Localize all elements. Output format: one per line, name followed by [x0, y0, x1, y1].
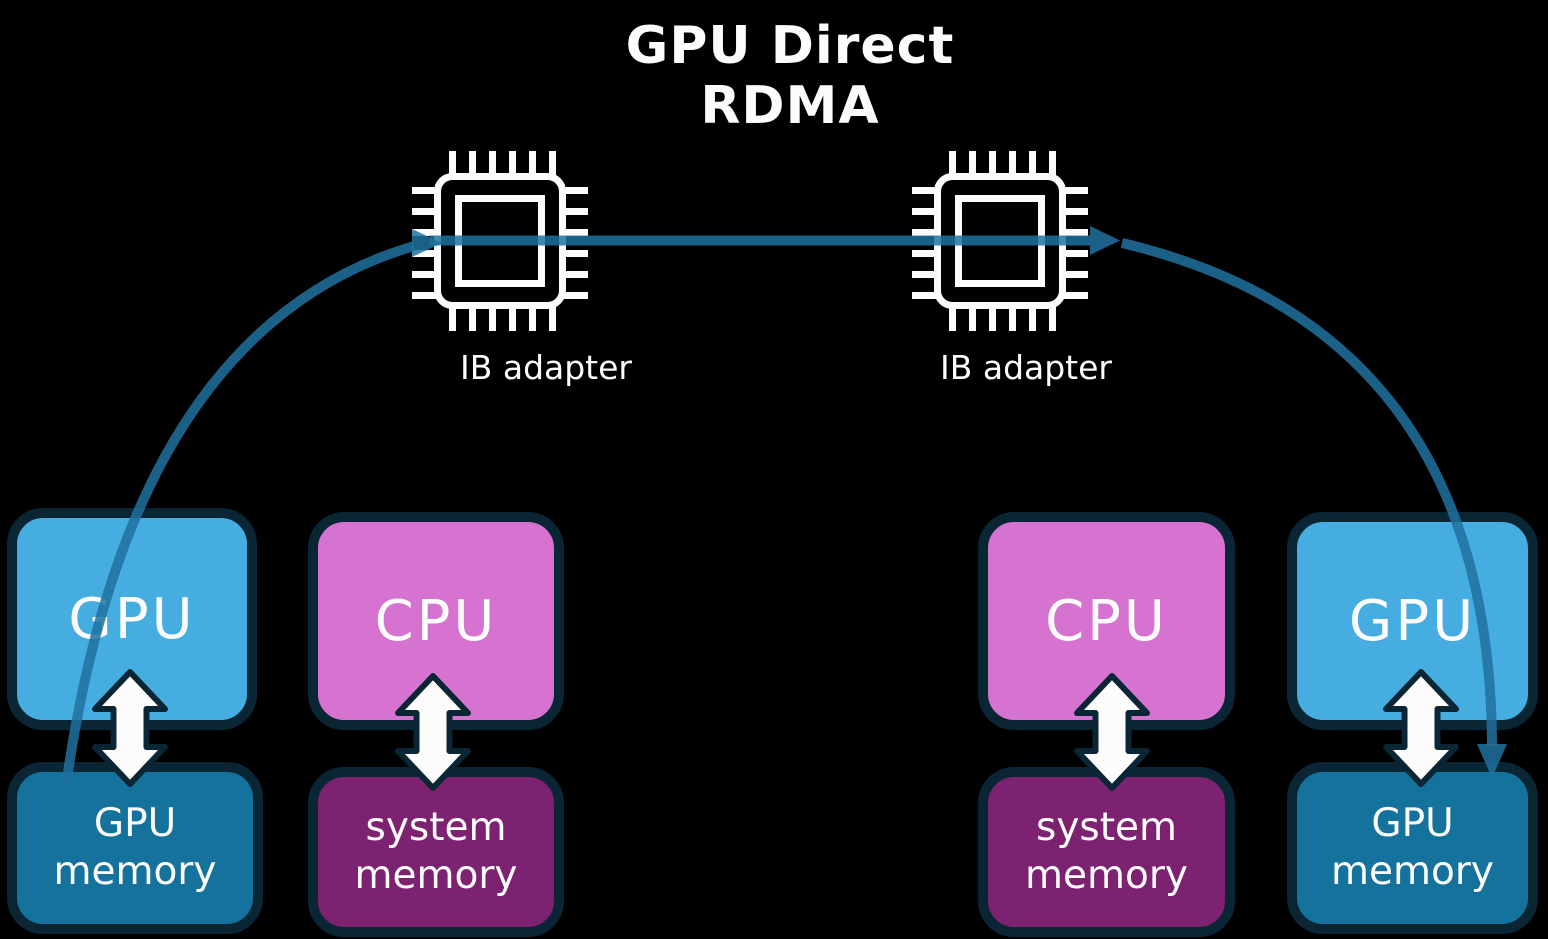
gpu-memory-box-right: GPU memory [1287, 762, 1538, 934]
gpu-box-left-label: GPU [68, 586, 196, 652]
rdma-arrowhead-after-right-adapter [1090, 226, 1120, 255]
gpu-box-left: GPU [7, 508, 257, 730]
cpu-box-left-label: CPU [374, 588, 498, 654]
ib-adapter-label-right: IB adapter [939, 348, 1112, 387]
system-memory-box-right-label: system memory [1025, 805, 1188, 898]
ib-adapter-label-left: IB adapter [459, 348, 632, 387]
diagram-title-line2: RDMA [700, 76, 880, 136]
diagram-title: GPU Direct RDMA [474, 16, 1106, 136]
rdma-arrowhead-into-left-adapter [412, 229, 442, 257]
gpu-memory-box-right-label: GPU memory [1331, 801, 1494, 894]
system-memory-box-left: system memory [308, 767, 564, 937]
chip-icon [912, 151, 1088, 331]
chip-icon [412, 151, 588, 331]
cpu-box-left: CPU [308, 512, 564, 730]
gpu-memory-box-left-label: GPU memory [53, 801, 217, 894]
cpu-box-right-label: CPU [1045, 588, 1168, 654]
diagram-title-line1: GPU Direct [625, 16, 955, 76]
system-memory-box-right: system memory [978, 767, 1235, 937]
gpu-box-right-label: GPU [1348, 588, 1477, 654]
system-memory-box-left-label: system memory [354, 805, 518, 898]
gpu-box-right: GPU [1287, 512, 1538, 730]
gpu-memory-box-left: GPU memory [7, 762, 263, 934]
cpu-box-right: CPU [978, 512, 1235, 730]
